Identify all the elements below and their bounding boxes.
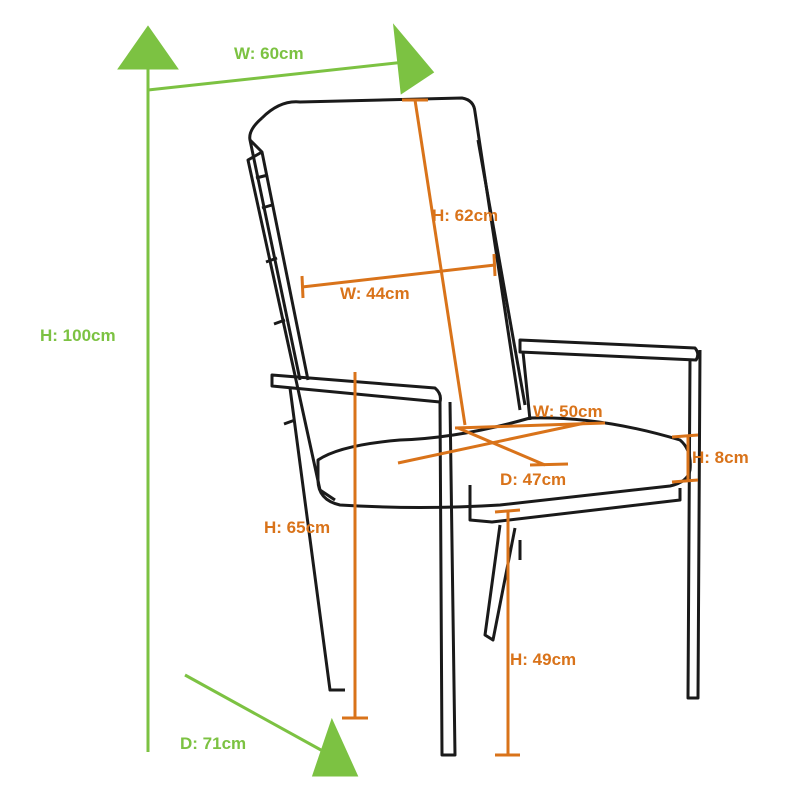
arm-height-label: H: 65cm <box>264 518 331 537</box>
back-width-label: W: 44cm <box>340 284 410 303</box>
overall-height-label: H: 100cm <box>40 326 116 345</box>
seat-width-label: W: 50cm <box>533 402 603 421</box>
seat-height-label: H: 49cm <box>510 650 577 669</box>
overall-dimension-lines <box>117 23 435 777</box>
seat-depth-label: D: 47cm <box>500 470 567 489</box>
overall-depth-label: D: 71cm <box>180 734 247 753</box>
cushion-height-label: H: 8cm <box>692 448 749 467</box>
overall-width-label: W: 60cm <box>234 44 304 63</box>
detail-dimension-lines <box>300 98 699 757</box>
back-height-label: H: 62cm <box>432 206 499 225</box>
chair-outline <box>246 96 702 757</box>
